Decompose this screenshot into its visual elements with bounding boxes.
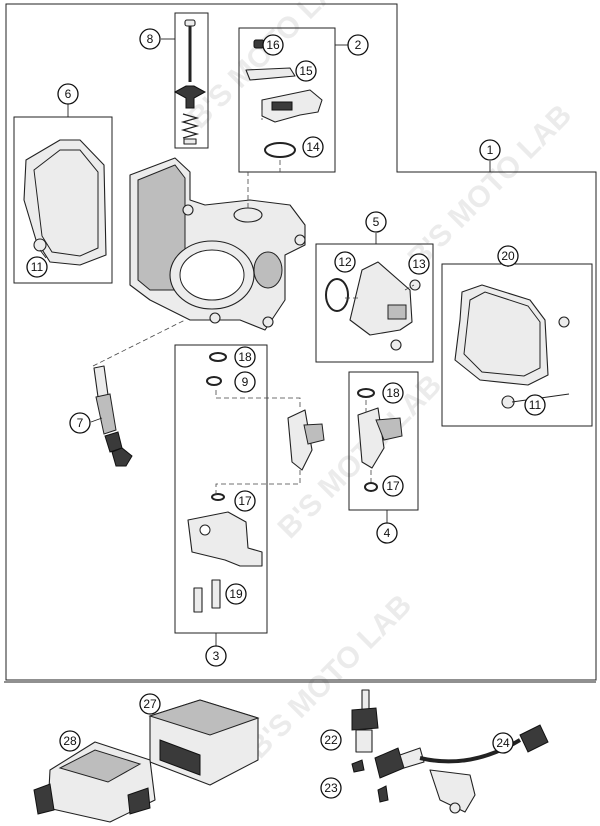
callout-18-right-text: 18 (386, 386, 400, 400)
callout-2: 2 (347, 34, 369, 56)
dash-lines (92, 110, 415, 495)
callout-15-text: 15 (299, 64, 313, 78)
callout-4-text: 4 (384, 526, 391, 540)
sensor-22-part (351, 689, 389, 803)
sensor-cover-part (454, 284, 570, 409)
callout-18-left: 18 (234, 346, 256, 368)
main-assembly-frame (5, 3, 597, 681)
callout-20-text: 20 (501, 249, 515, 263)
sensor-cover-box (441, 263, 593, 427)
callout-15: 15 (295, 60, 317, 82)
callout-22-text: 22 (324, 733, 338, 747)
callout-6: 6 (57, 83, 79, 105)
callout-14-text: 14 (306, 140, 320, 154)
callout-27: 27 (139, 693, 161, 715)
callout-7: 7 (69, 412, 91, 434)
callout-1-text: 1 (487, 143, 494, 157)
callout-3: 3 (205, 645, 227, 667)
sensor-kit-parts (245, 39, 323, 158)
callout-8-text: 8 (147, 32, 154, 46)
callout-11-left: 11 (26, 256, 48, 278)
callout-3-text: 3 (213, 649, 220, 663)
callout-12-text: 12 (338, 255, 352, 269)
callout-13: 13 (408, 253, 430, 275)
callout-6-text: 6 (65, 87, 72, 101)
sensor-24-part (374, 724, 549, 814)
injector-support-part (187, 352, 325, 613)
throttle-body (129, 157, 306, 331)
callout-1: 1 (479, 139, 501, 161)
sensor-plug-part (93, 365, 133, 467)
callout-27-text: 27 (143, 697, 157, 711)
injector-support-box (174, 344, 268, 634)
callout-24-text: 24 (496, 736, 510, 750)
callout-4: 4 (376, 522, 398, 544)
cable-cover-part (23, 139, 107, 266)
callout-17-left-text: 17 (238, 494, 252, 508)
callout-28: 28 (59, 730, 81, 752)
callout-17-left: 17 (234, 490, 256, 512)
callout-2-text: 2 (355, 38, 362, 52)
idle-screw-box (174, 12, 209, 149)
callout-22: 22 (320, 729, 342, 751)
callout-23: 23 (320, 777, 342, 799)
sensor-kit-box (238, 27, 336, 173)
callout-5: 5 (365, 211, 387, 233)
callout-13-text: 13 (412, 257, 426, 271)
injector-kit-part (357, 388, 403, 492)
watermark-text-2: B'S MOTO LAB (402, 98, 578, 274)
throttle-cable-cover-box (13, 116, 113, 284)
ecu-27-part (148, 699, 260, 786)
callout-5-text: 5 (373, 215, 380, 229)
callout-19: 19 (225, 583, 247, 605)
callout-11-right-text: 11 (529, 398, 542, 412)
ecu-28-part (33, 741, 156, 823)
callout-9: 9 (234, 371, 256, 393)
callout-23-text: 23 (324, 781, 338, 795)
idle-screw-part (173, 19, 207, 145)
callout-18-right: 18 (382, 382, 404, 404)
callout-20: 20 (497, 245, 519, 267)
throttle-position-sensor-box (315, 243, 434, 363)
callout-11-left-text: 11 (31, 260, 44, 274)
tps-part (325, 261, 421, 351)
callout-17-right: 17 (382, 475, 404, 497)
callout-19-text: 19 (229, 587, 243, 601)
callout-16-text: 16 (266, 38, 280, 52)
callout-18-left-text: 18 (238, 350, 252, 364)
callout-7-text: 7 (77, 416, 84, 430)
callout-24: 24 (492, 732, 514, 754)
injector-kit-box (348, 371, 419, 511)
callout-11-right: 11 (524, 394, 546, 416)
leader-lines (39, 38, 570, 646)
callout-8: 8 (139, 28, 161, 50)
callout-16: 16 (262, 34, 284, 56)
callout-28-text: 28 (63, 734, 77, 748)
callout-9-text: 9 (242, 375, 249, 389)
callout-14: 14 (302, 136, 324, 158)
callout-17-right-text: 17 (386, 479, 400, 493)
callout-12: 12 (334, 251, 356, 273)
